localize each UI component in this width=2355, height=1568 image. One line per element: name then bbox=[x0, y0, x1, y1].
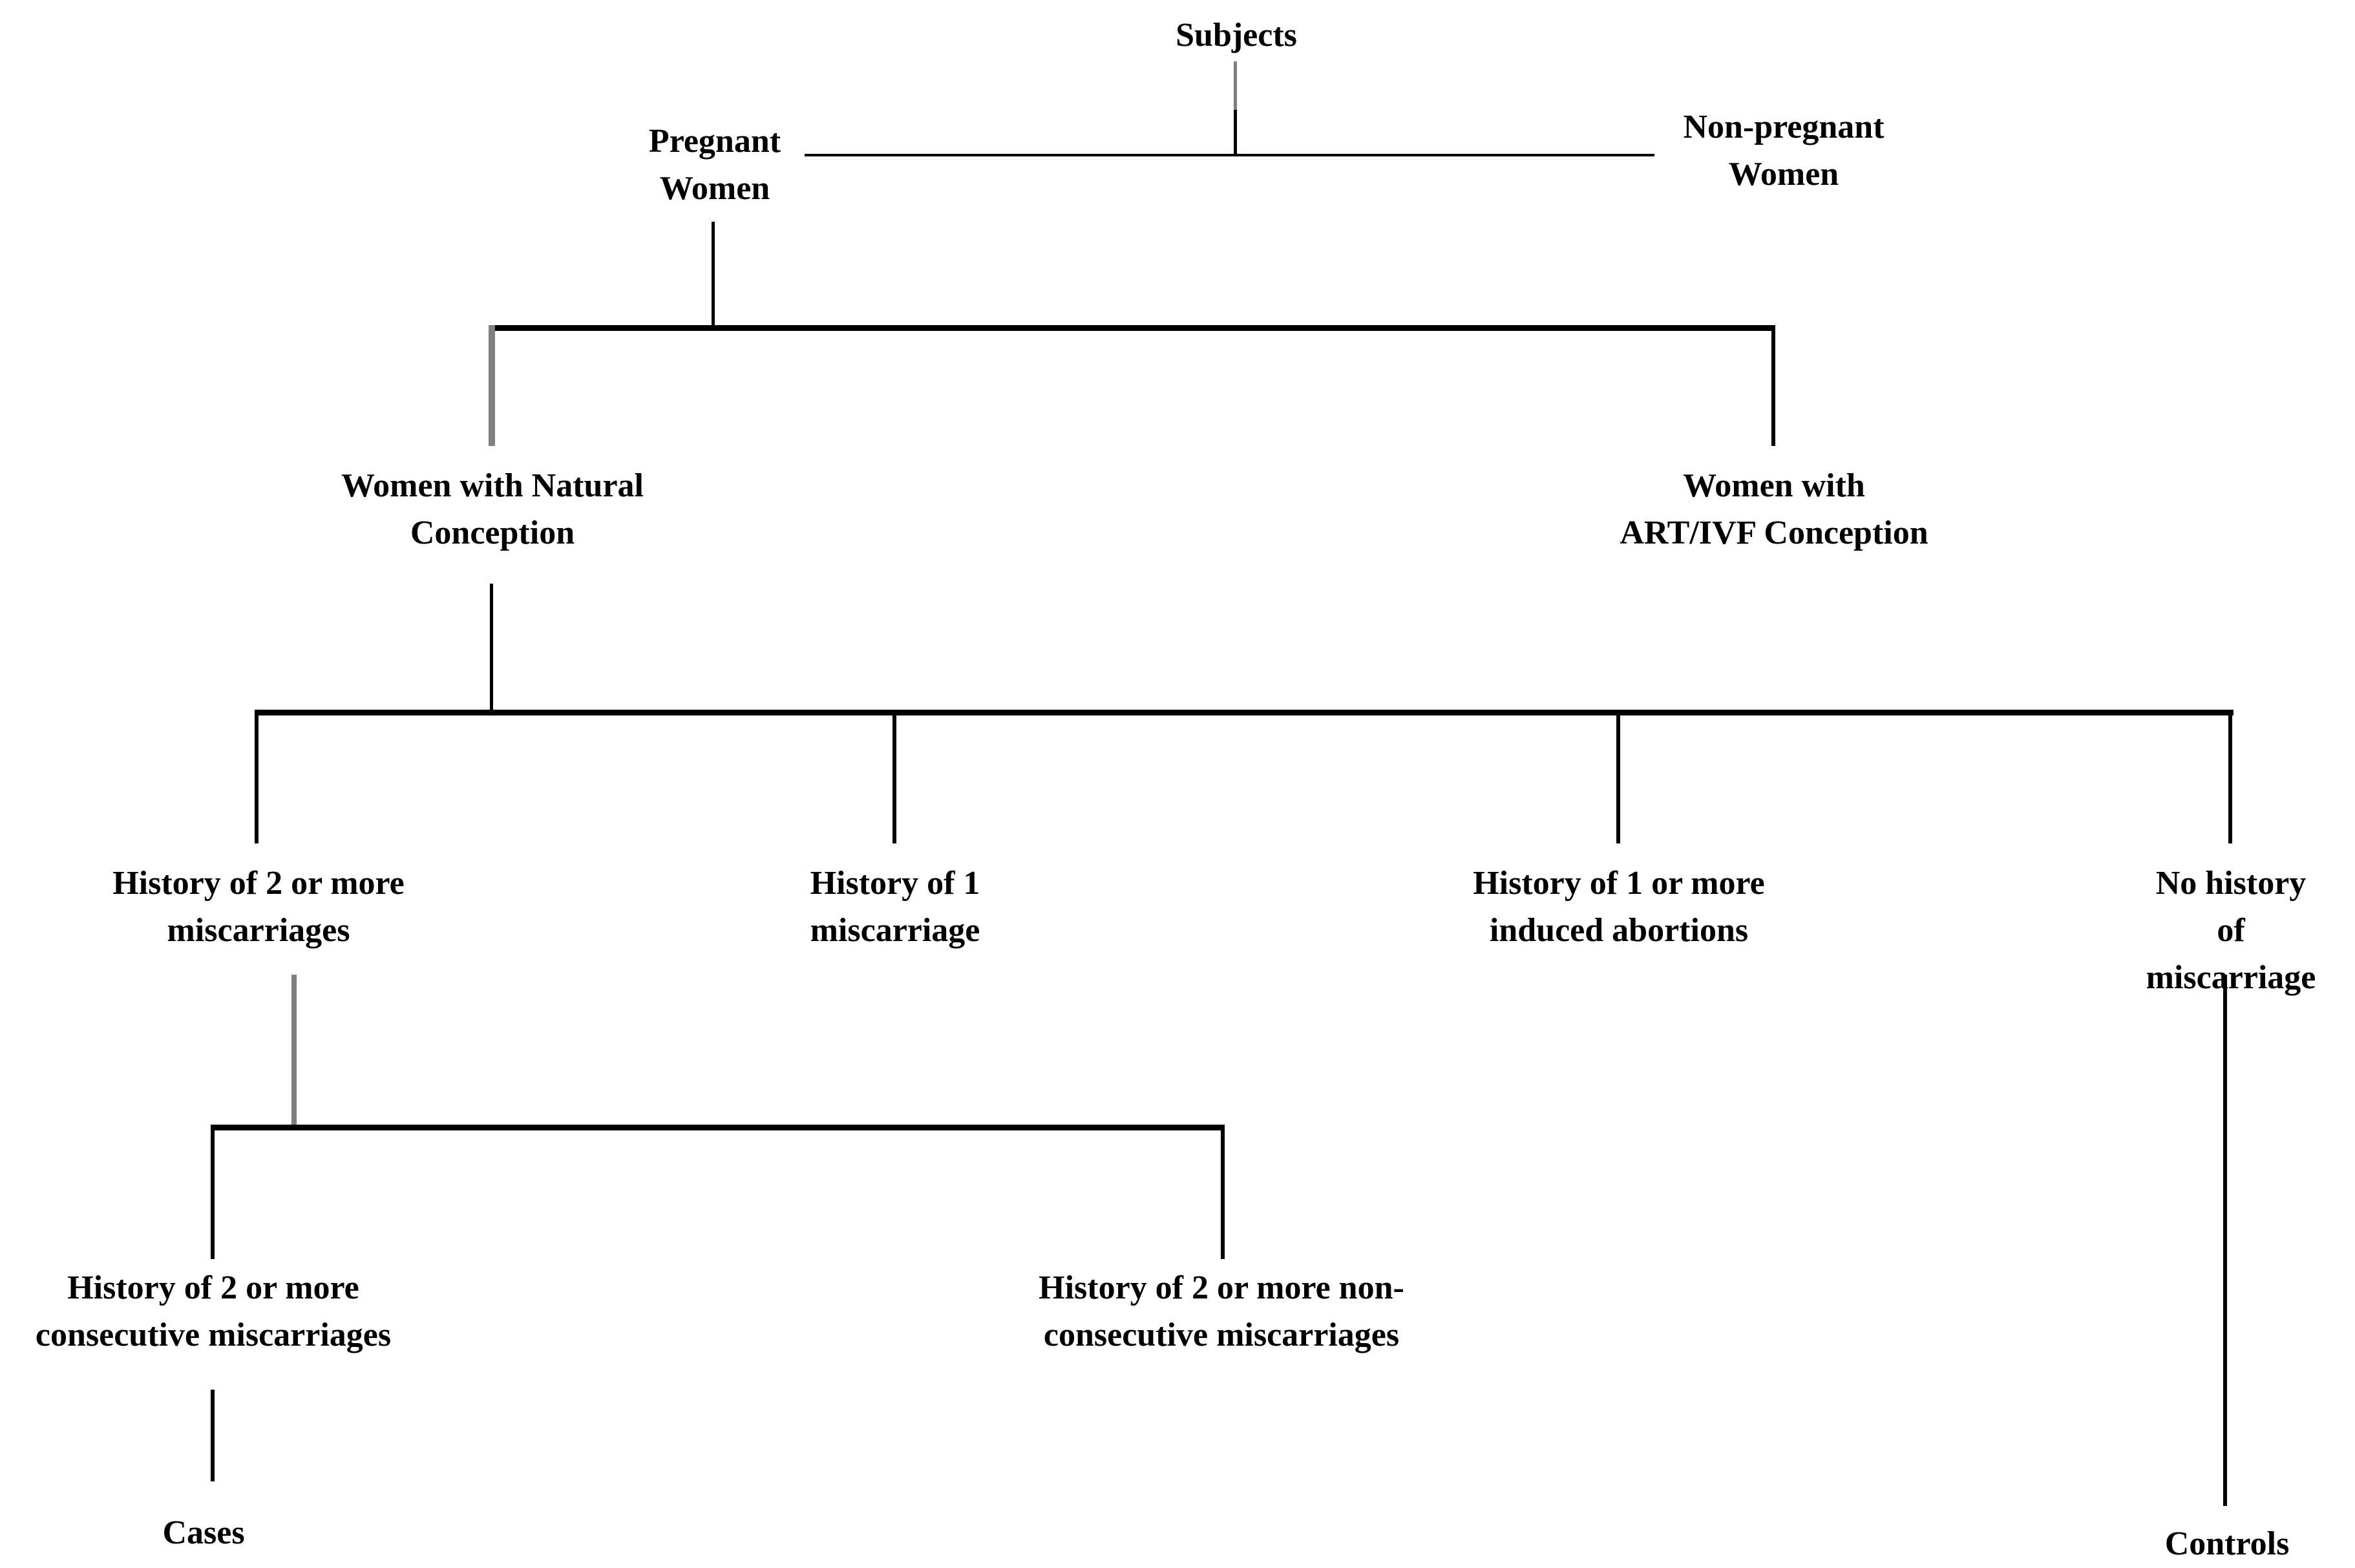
connector-h2plus-drop bbox=[291, 975, 297, 1126]
connector-level3-drop-4 bbox=[2228, 710, 2232, 843]
node-no-history-miscarriage: No history of miscarriage bbox=[2146, 865, 2316, 996]
connector-level4-drop-consecutive bbox=[211, 1125, 215, 1259]
connector-level4-rail bbox=[212, 1125, 1225, 1130]
connector-subjects-drop-lower bbox=[1234, 110, 1237, 155]
node-history-induced-abortions: History of 1 or more induced abortions bbox=[1473, 865, 1765, 949]
connector-level3-rail bbox=[256, 710, 2234, 715]
node-art-ivf-conception: Women with ART/IVF Conception bbox=[1620, 467, 1928, 551]
connector-level3-drop-3 bbox=[1616, 710, 1620, 843]
node-non-pregnant-women: Non-pregnant Women bbox=[1683, 109, 1885, 193]
node-consecutive-miscarriages: History of 2 or more consecutive miscarr… bbox=[35, 1269, 392, 1353]
connector-cases-drop bbox=[211, 1390, 215, 1481]
connector-controls-drop bbox=[2223, 975, 2227, 1506]
connector-level2-drop-artivf bbox=[1771, 325, 1775, 446]
connector-level1-rail bbox=[805, 154, 1654, 156]
connector-natural-drop bbox=[490, 584, 493, 711]
connector-subjects-drop-upper bbox=[1234, 61, 1237, 112]
connector-level3-drop-2 bbox=[892, 710, 896, 843]
node-subjects: Subjects bbox=[1176, 17, 1297, 54]
connector-level3-drop-1 bbox=[255, 710, 259, 843]
node-history-2-or-more-miscarriages: History of 2 or more miscarriages bbox=[112, 865, 405, 949]
node-history-1-miscarriage: History of 1 miscarriage bbox=[810, 865, 980, 949]
node-natural-conception: Women with Natural Conception bbox=[341, 467, 644, 551]
node-cases: Cases bbox=[162, 1514, 245, 1551]
connector-level2-rail bbox=[491, 325, 1775, 331]
node-controls: Controls bbox=[2164, 1525, 2290, 1562]
connector-level4-drop-nonconsecutive bbox=[1221, 1125, 1225, 1259]
node-pregnant-women: Pregnant Women bbox=[648, 123, 781, 207]
connector-pregnant-drop bbox=[712, 222, 715, 328]
node-non-consecutive-miscarriages: History of 2 or more non- consecutive mi… bbox=[1039, 1269, 1404, 1353]
connector-level2-drop-natural bbox=[489, 325, 495, 446]
